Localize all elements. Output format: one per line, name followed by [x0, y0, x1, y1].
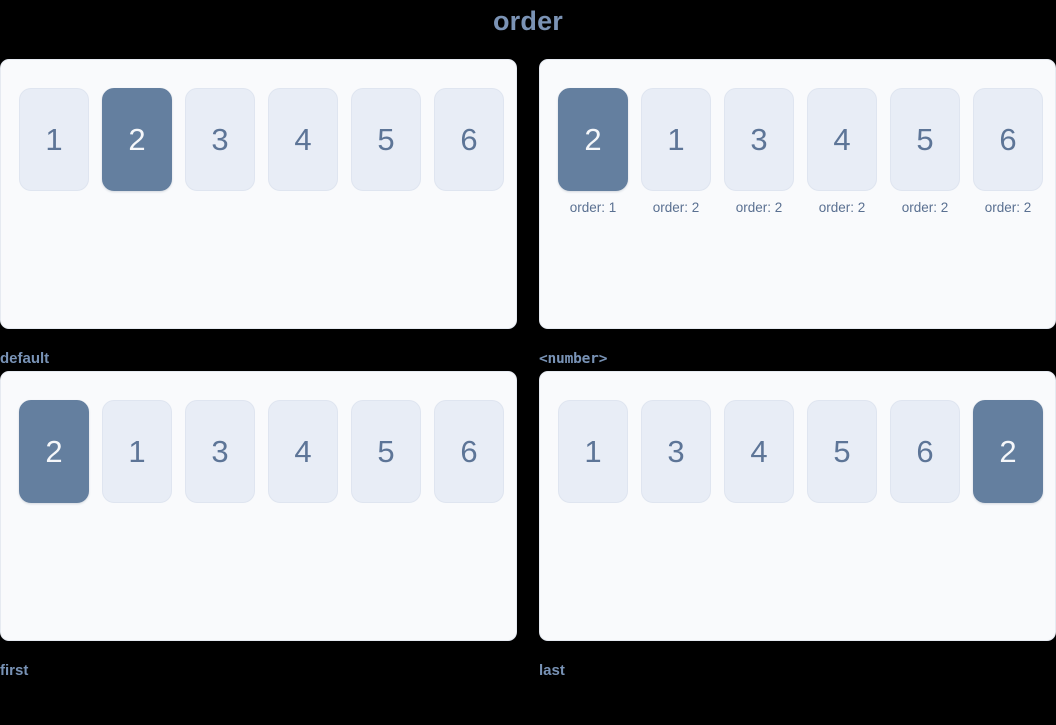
box-order-caption: order: 2 [652, 200, 700, 215]
ordered-box[interactable]: 3 [724, 88, 794, 191]
box-item: 2 [973, 400, 1043, 503]
ordered-box[interactable]: 1 [558, 400, 628, 503]
ordered-box[interactable]: 3 [185, 88, 255, 191]
box-item: 3 [641, 400, 711, 503]
box-order-caption: order: 2 [984, 200, 1032, 215]
box-item: 5 [351, 400, 421, 503]
box-order-caption: order: 2 [901, 200, 949, 215]
ordered-box[interactable]: 6 [434, 88, 504, 191]
box-item: 3 [185, 400, 255, 503]
page-title: order [492, 6, 564, 36]
ordered-box[interactable]: 4 [268, 400, 338, 503]
box-item: 1 [19, 88, 89, 191]
box-item: 4 order: 2 [807, 88, 877, 216]
demo-cell: 2 order: 1 1 order: 2 3 order: 2 4 order: 2 5 ord… [530, 59, 1056, 371]
box-item: 3 [185, 88, 255, 191]
box-item: 5 order: 2 [890, 88, 960, 216]
box-row: 2 order: 1 1 order: 2 3 order: 2 4 order: 2 5 ord… [558, 88, 1047, 216]
ordered-box-highlighted[interactable]: 2 [102, 88, 172, 191]
demo-label: <number> [539, 351, 608, 367]
box-item: 5 [807, 400, 877, 503]
box-item: 6 [890, 400, 960, 503]
ordered-box[interactable]: 6 [973, 88, 1043, 191]
box-item: 1 order: 2 [641, 88, 711, 216]
ordered-box[interactable]: 3 [641, 400, 711, 503]
box-item: 6 [434, 400, 504, 503]
box-order-caption: order: 1 [569, 200, 617, 215]
box-item: 1 [558, 400, 628, 503]
box-item: 1 [102, 400, 172, 503]
box-item: 2 order: 1 [558, 88, 628, 216]
ordered-box[interactable]: 5 [890, 88, 960, 191]
box-order-caption: order: 2 [818, 200, 866, 215]
demo-label: default [0, 350, 50, 367]
ordered-box[interactable]: 5 [351, 400, 421, 503]
box-item: 3 order: 2 [724, 88, 794, 216]
ordered-box-highlighted[interactable]: 2 [558, 88, 628, 191]
ordered-box[interactable]: 4 [807, 88, 877, 191]
box-order-caption: order: 2 [735, 200, 783, 215]
box-item: 6 [434, 88, 504, 191]
demo-panel: 2 order: 1 1 order: 2 3 order: 2 4 order: 2 5 ord… [539, 59, 1056, 329]
ordered-box[interactable]: 3 [185, 400, 255, 503]
box-item: 4 [724, 400, 794, 503]
box-item: 4 [268, 88, 338, 191]
box-item: 4 [268, 400, 338, 503]
ordered-box[interactable]: 5 [351, 88, 421, 191]
ordered-box[interactable]: 4 [724, 400, 794, 503]
box-item: 2 [102, 88, 172, 191]
demo-label: last [539, 662, 565, 679]
ordered-box[interactable]: 5 [807, 400, 877, 503]
ordered-box[interactable]: 6 [434, 400, 504, 503]
ordered-box[interactable]: 4 [268, 88, 338, 191]
ordered-box[interactable]: 1 [19, 88, 89, 191]
ordered-box-highlighted[interactable]: 2 [973, 400, 1043, 503]
ordered-box-highlighted[interactable]: 2 [19, 400, 89, 503]
box-item: 6 order: 2 [973, 88, 1043, 216]
ordered-box[interactable]: 1 [102, 400, 172, 503]
box-item: 5 [351, 88, 421, 191]
demo-label: first [0, 662, 29, 679]
ordered-box[interactable]: 1 [641, 88, 711, 191]
box-item: 2 [19, 400, 89, 503]
ordered-box[interactable]: 6 [890, 400, 960, 503]
